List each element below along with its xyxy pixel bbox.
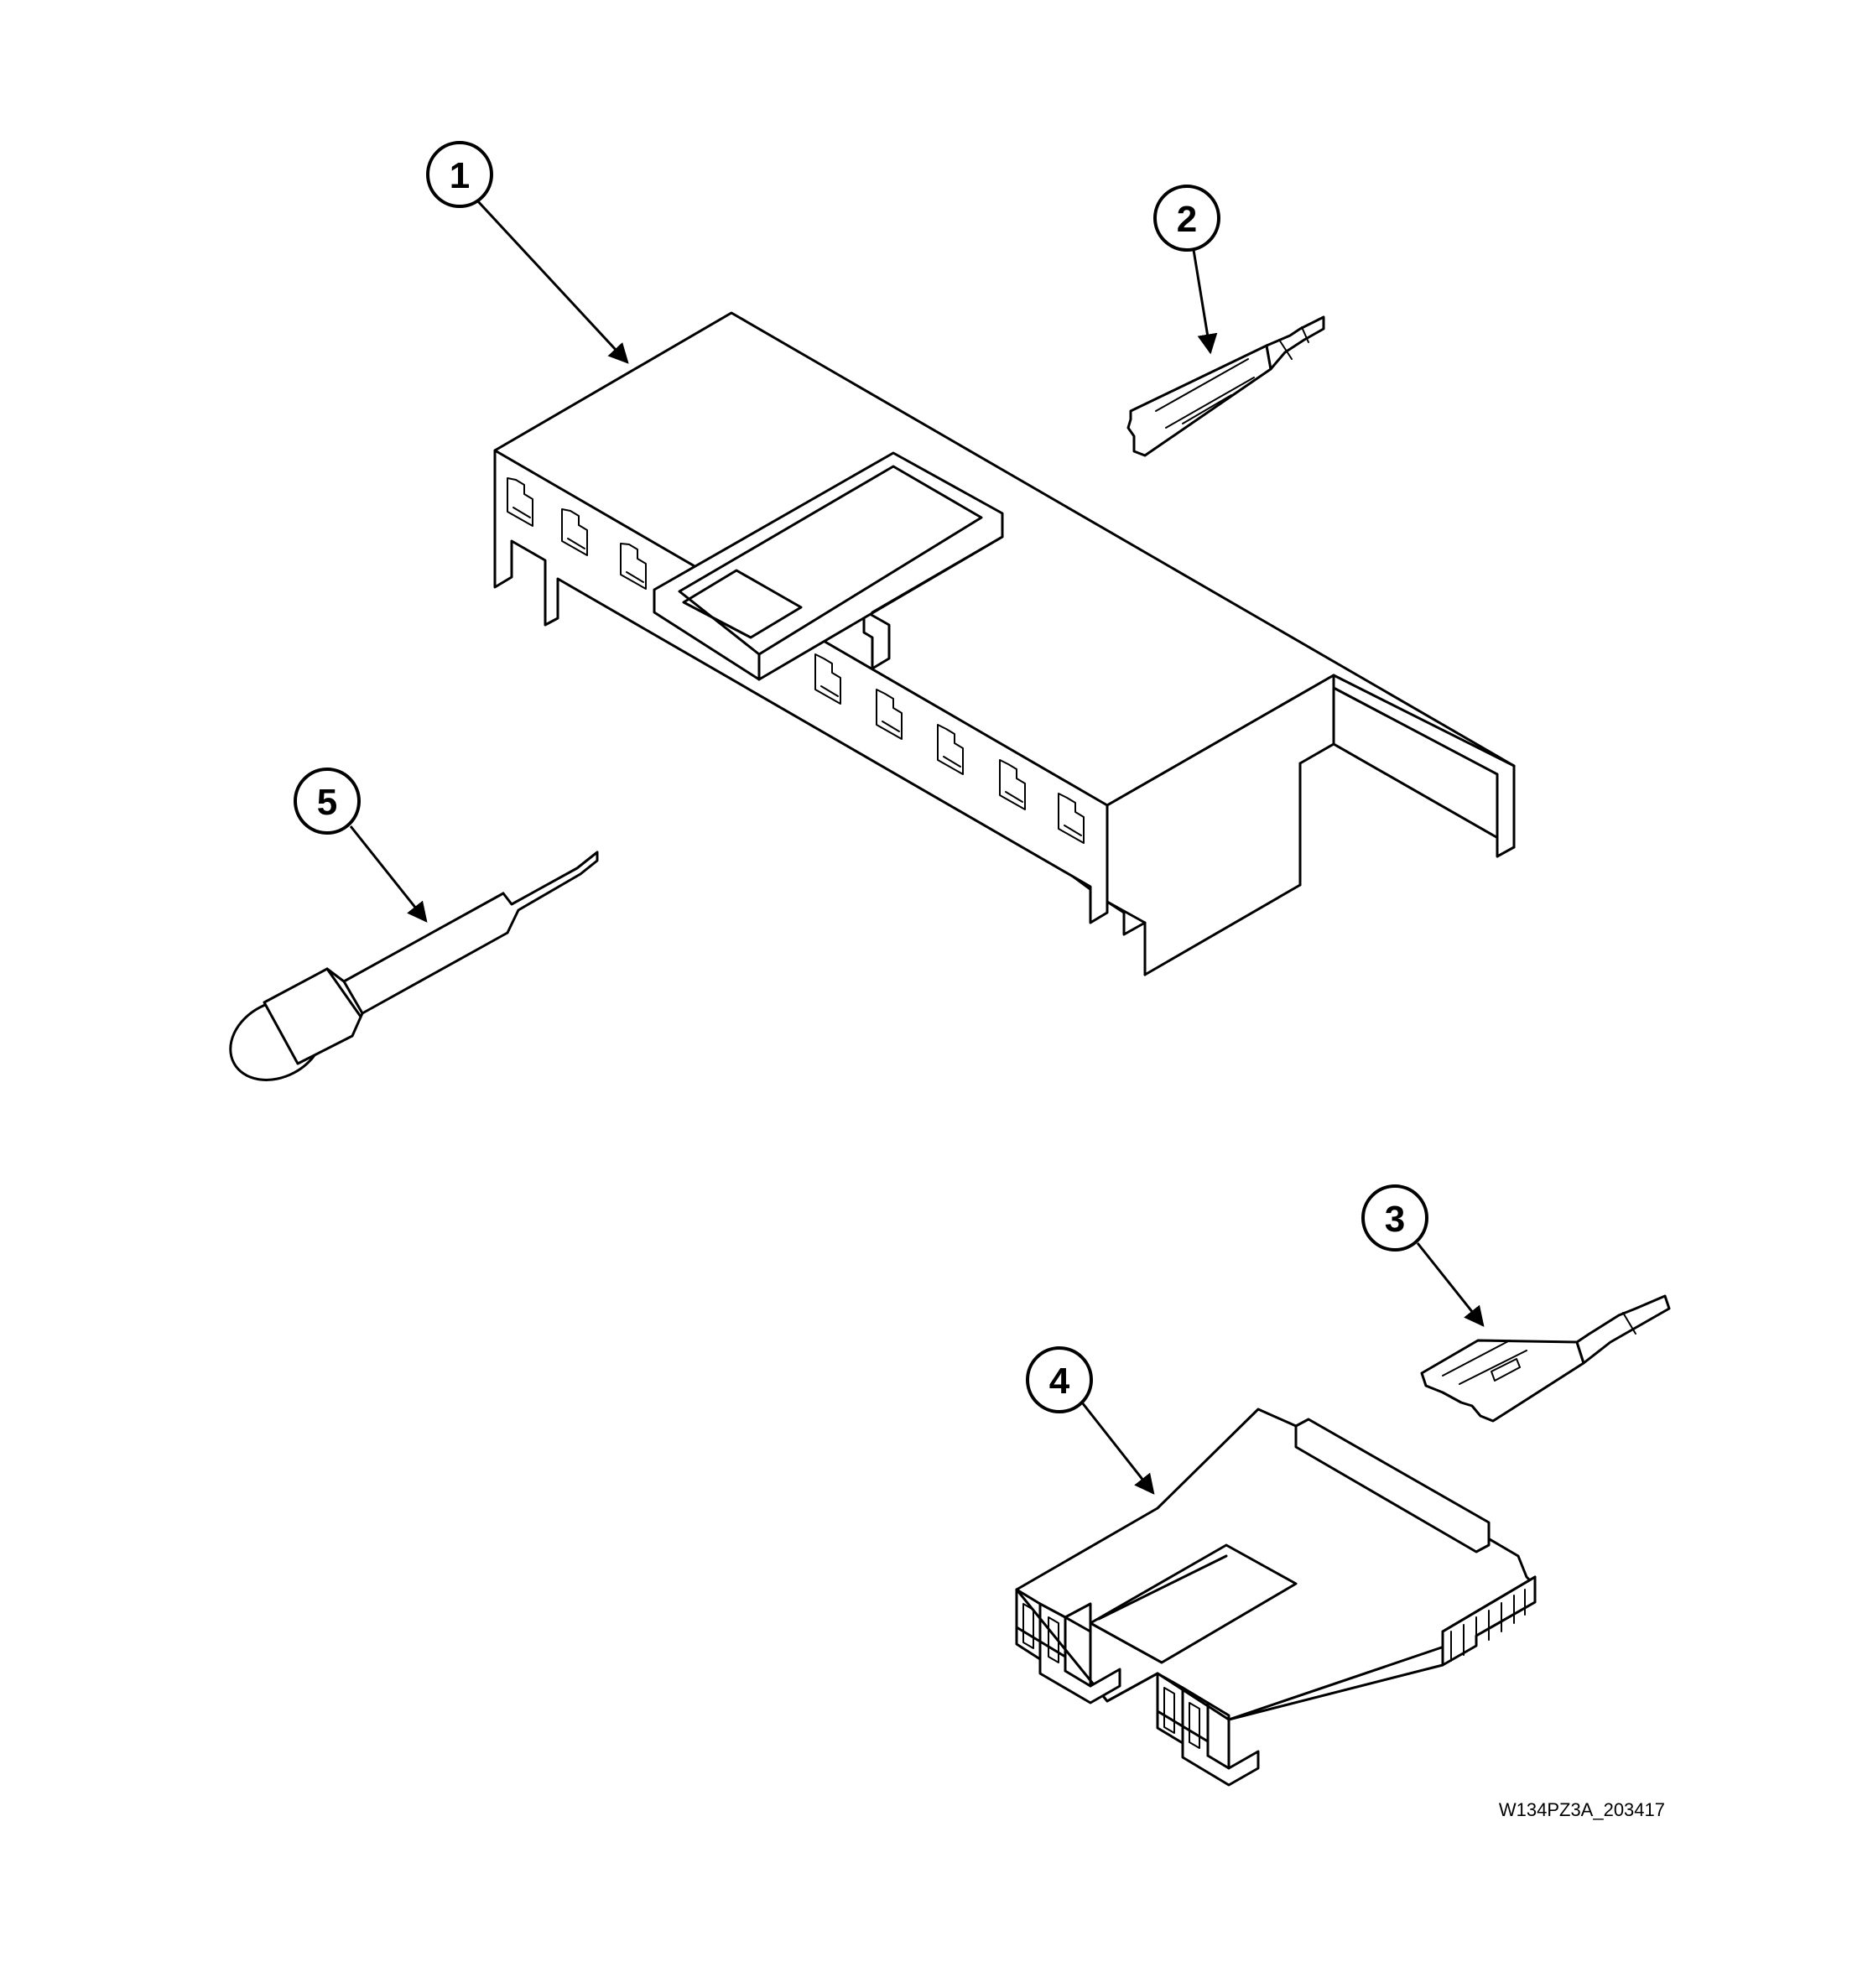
callout-3-label: 3: [1385, 1199, 1405, 1240]
part-2-terminal: [1126, 315, 1325, 457]
part-3-terminal: [1420, 1294, 1671, 1423]
part-1-terminal-housing: [493, 311, 1516, 976]
callout-1: 1: [426, 141, 629, 364]
callout-2-label: 2: [1177, 199, 1197, 240]
callout-5: 5: [294, 768, 428, 923]
callout-5-label: 5: [317, 782, 337, 823]
part-4-connector-housing: [1015, 1408, 1537, 1787]
callout-2: 2: [1153, 185, 1220, 355]
callout-4-label: 4: [1049, 1361, 1070, 1402]
callout-1-label: 1: [450, 155, 470, 196]
callout-3: 3: [1361, 1184, 1485, 1327]
callout-4: 4: [1026, 1346, 1155, 1495]
drawing-code: W134PZ3A_203417: [1499, 1799, 1665, 1820]
part-5-wire-lead: [229, 851, 599, 1081]
